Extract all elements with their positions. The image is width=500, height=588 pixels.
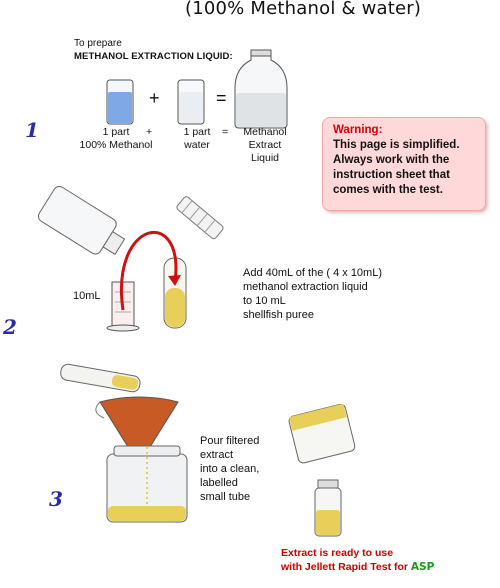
label-methanol: 1 part 100% Methanol	[79, 126, 153, 151]
label-plus: +	[146, 126, 153, 138]
label-extract-liquid: Methanol Extract Liquid	[243, 126, 287, 164]
pouring-tube-icon	[60, 363, 141, 393]
tube-volume-label: 10mL	[73, 290, 101, 302]
prepare-heading: METHANOL EXTRACTION LIQUID:	[74, 51, 233, 62]
warning-box: Warning: This page is simplified. Always…	[322, 117, 486, 211]
tilted-jar-icon	[288, 403, 356, 464]
graduated-cylinder-icon	[176, 196, 224, 240]
step-2-instruction: Add 40mL of the ( 4 x 10mL) methanol ext…	[243, 267, 382, 321]
equals-sign: =	[216, 88, 227, 108]
transfer-arrow-icon	[120, 230, 178, 311]
warning-body: This page is simplified. Always work wit…	[333, 139, 460, 196]
small-sample-tube-icon	[314, 479, 342, 537]
label-water: 1 part water	[183, 126, 211, 151]
extract-bottle-icon	[234, 49, 288, 129]
step-1-number: 1	[25, 118, 39, 142]
warning-title: Warning:	[333, 124, 383, 136]
ready-message: Extract is ready to use with Jellett Rap…	[281, 546, 434, 574]
page-title: (100% Methanol & water)	[185, 0, 422, 19]
asp-label: ASP	[410, 561, 435, 573]
water-beaker-icon	[177, 79, 205, 125]
filter-funnel-icon	[95, 396, 179, 448]
step-3-number: 3	[49, 487, 63, 511]
plus-sign: +	[149, 88, 160, 108]
ready-line-1: Extract is ready to use	[281, 547, 394, 559]
collecting-jar-icon	[106, 445, 188, 523]
label-equals: =	[222, 126, 229, 138]
prepare-intro: To prepare	[74, 38, 122, 49]
step-2-number: 2	[3, 315, 17, 339]
ready-line-2: with Jellett Rapid Test for	[281, 561, 411, 573]
step-3-instruction: Pour filtered extract into a clean, labe…	[200, 435, 260, 503]
methanol-beaker-icon	[106, 79, 134, 125]
tilted-bottle-icon	[38, 185, 126, 256]
arrow-head-icon	[168, 275, 181, 286]
